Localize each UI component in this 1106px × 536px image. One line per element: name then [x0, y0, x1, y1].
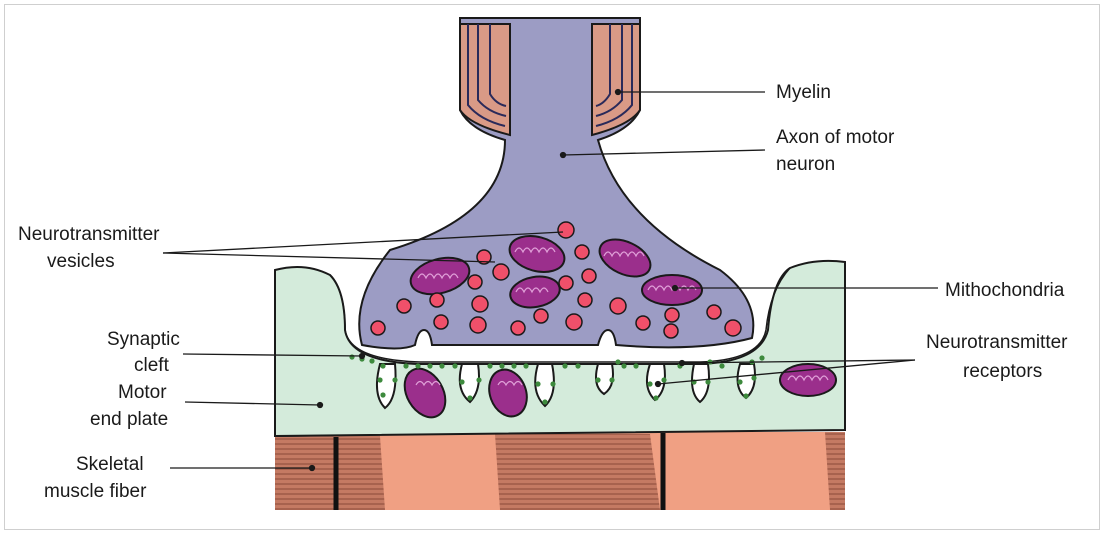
label-vesicles-line2: vesicles	[47, 251, 115, 272]
label-mitochondria: Mithochondria	[945, 280, 1065, 301]
label-muscle-line1: Skeletal	[76, 454, 144, 475]
label-muscle-line2: muscle fiber	[44, 481, 147, 502]
label-myelin: Myelin	[776, 82, 831, 103]
label-axon-line2: neuron	[776, 154, 835, 175]
label-plate-line1: Motor	[118, 382, 167, 403]
skeletal-muscle-fiber	[275, 428, 845, 510]
label-plate-line2: end plate	[90, 409, 168, 430]
label-vesicles-line1: Neurotransmitter	[18, 224, 160, 245]
label-receptors-line1: Neurotransmitter	[926, 332, 1068, 353]
myelin-sheath-right	[592, 24, 640, 135]
label-cleft-line2: cleft	[134, 355, 170, 376]
label-cleft-line1: Synaptic	[107, 329, 180, 350]
label-receptors-line2: receptors	[963, 361, 1042, 382]
myelin-sheath-left	[460, 24, 510, 135]
label-axon-line1: Axon of motor	[776, 127, 895, 148]
